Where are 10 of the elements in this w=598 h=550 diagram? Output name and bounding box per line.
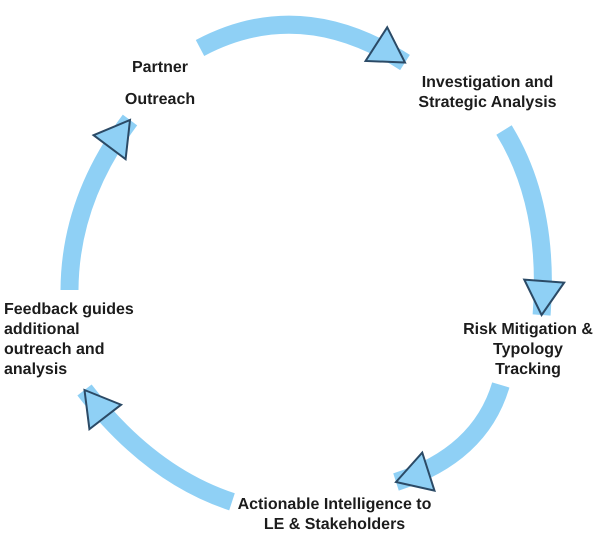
curved-arrow	[393, 382, 510, 491]
curved-arrow	[60, 114, 138, 290]
step-label: Risk Mitigation & Typology Tracking	[462, 320, 594, 380]
step-label: Partner Outreach	[124, 58, 196, 110]
curved-arrow	[77, 384, 236, 510]
step-label: Investigation and Strategic Analysis	[417, 72, 558, 112]
curved-arrow	[196, 16, 410, 70]
curved-arrow	[496, 126, 564, 316]
step-label: Actionable Intelligence to LE & Stakeholders	[236, 495, 432, 535]
step-label: Feedback guides additional outreach and analysis	[4, 300, 135, 380]
